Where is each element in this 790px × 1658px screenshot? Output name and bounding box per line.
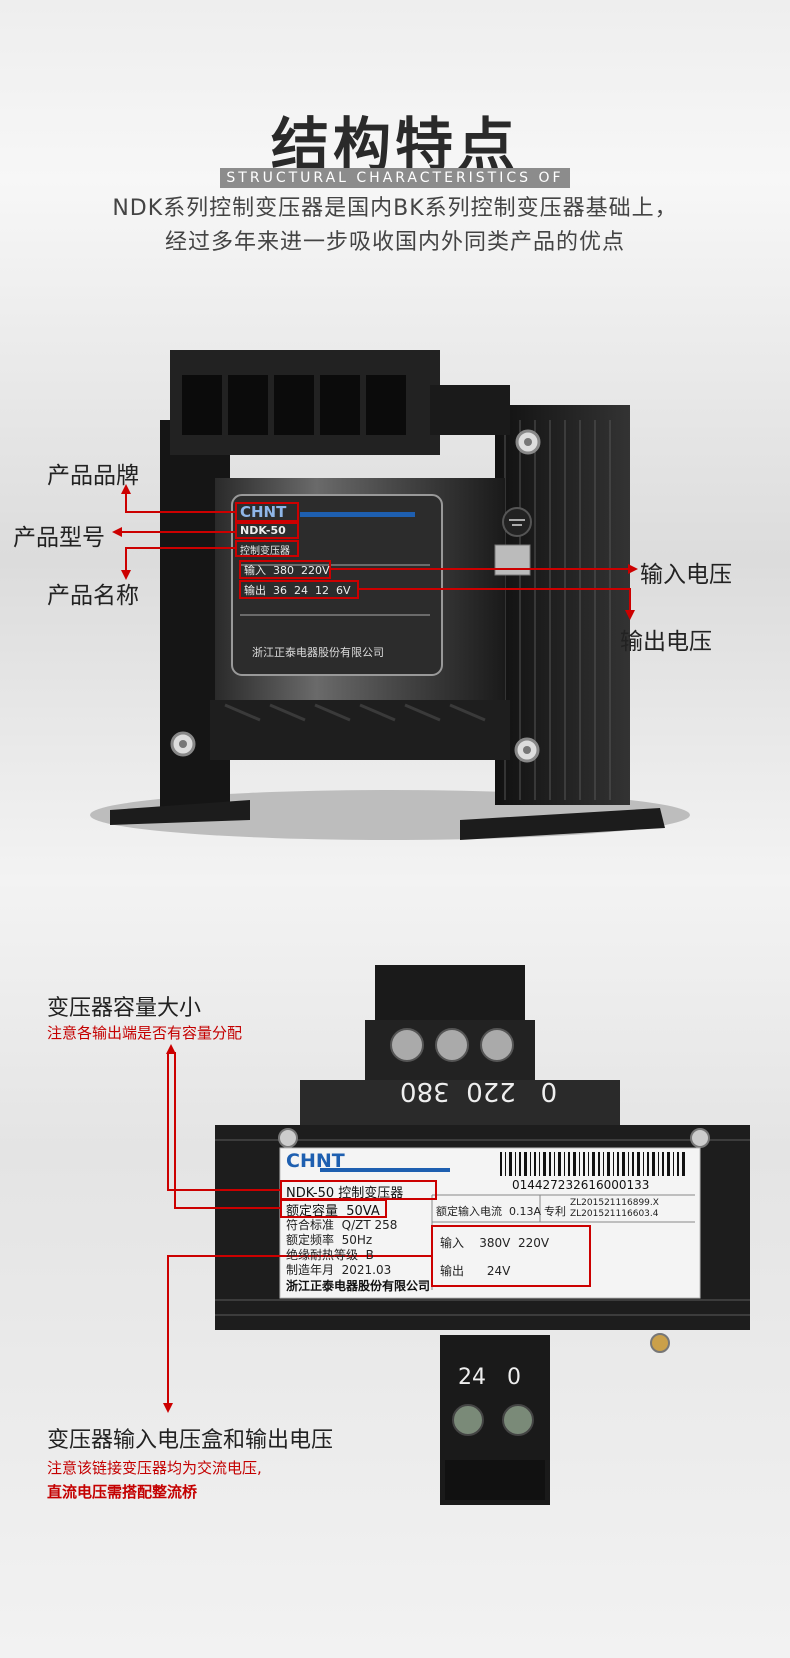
label-insulation: 绝缘耐热等级 B bbox=[286, 1248, 374, 1262]
callout-output-voltage: 输出电压 bbox=[620, 629, 712, 655]
bottom-terminal-housing bbox=[440, 1335, 550, 1505]
barcode bbox=[500, 1152, 685, 1176]
model-highlight-box bbox=[235, 522, 299, 539]
callout-brand: 产品品牌 bbox=[47, 463, 139, 489]
ground-symbol-icon bbox=[502, 507, 532, 537]
plate-brand: CHNT bbox=[240, 503, 287, 521]
label-barcode-number: 01442723261600013​3 bbox=[512, 1178, 650, 1192]
callout-input-voltage: 输入电压 bbox=[640, 562, 732, 588]
callout-name: 产品名称 bbox=[47, 583, 139, 609]
bottom-frame bbox=[210, 700, 510, 760]
description-line-2: 经过多年来进一步吸收国内外同类产品的优点 bbox=[164, 230, 625, 255]
callout-model: 产品型号 bbox=[13, 525, 105, 551]
callout-io-note-2: 直流电压需搭配整流桥 bbox=[47, 1483, 198, 1501]
callout-io-note-1: 注意该链接变压器均为交流电压, bbox=[47, 1459, 262, 1477]
label-patent-num-2: ZL201521116603.4 bbox=[570, 1209, 659, 1219]
label-input: 输入 380V 220V bbox=[440, 1236, 550, 1250]
label-rated-current: 额定输入电流 0.13A bbox=[436, 1205, 542, 1218]
left-foot bbox=[110, 800, 250, 825]
description-line-1: NDK系列控制变压器是国内BK系列控制变压器基础上， bbox=[112, 196, 678, 221]
capacity-leader-1 bbox=[167, 1052, 281, 1191]
label-standard: 符合标准 Q/ZT 258 bbox=[286, 1218, 398, 1232]
name-leader bbox=[125, 547, 236, 572]
plate-output: 输出 36 24 12 6V bbox=[244, 584, 351, 597]
terminal-screw-icon bbox=[390, 1028, 424, 1062]
capacity-leader-2 bbox=[174, 1052, 281, 1209]
page-subtitle: STRUCTURAL CHARACTERISTICS OF bbox=[220, 168, 570, 188]
terminal-screw-icon bbox=[452, 1404, 484, 1436]
terminal-screw-icon bbox=[480, 1028, 514, 1062]
page-description: NDK系列控制变压器是国内BK系列控制变压器基础上， 经过多年来进一步吸收国内外… bbox=[0, 192, 790, 260]
terminal-screw-icon bbox=[435, 1028, 469, 1062]
terminal-screw-icon bbox=[502, 1404, 534, 1436]
label-patent: 专利 bbox=[544, 1205, 566, 1218]
label-model: NDK-50 控制变压器 bbox=[286, 1186, 404, 1201]
top-terminal-numbers: 0 220 380 bbox=[400, 1076, 558, 1106]
right-foot bbox=[460, 808, 665, 840]
label-patent-num-1: ZL201521116899.X bbox=[570, 1198, 659, 1208]
page-title: 结构特点 bbox=[270, 111, 519, 179]
label-company: 浙江正泰电器股份有限公司 bbox=[286, 1279, 431, 1293]
plate-company: 浙江正泰电器股份有限公司 bbox=[252, 646, 384, 659]
right-bracket bbox=[495, 405, 630, 805]
label-date: 制造年月 2021.03 bbox=[286, 1263, 392, 1277]
ground-clamp bbox=[494, 544, 531, 576]
top-terminal-housing bbox=[375, 965, 525, 1040]
plate-name: 控制变压器 bbox=[240, 546, 290, 557]
brand-leader bbox=[125, 492, 236, 513]
label-brand: CHNT bbox=[286, 1150, 345, 1172]
callout-capacity-title: 变压器容量大小 bbox=[47, 996, 202, 1021]
plate-model: NDK-50 bbox=[240, 524, 286, 537]
output-leader bbox=[358, 588, 631, 612]
callout-io-title: 变压器输入电压盒和输出电压 bbox=[47, 1428, 334, 1453]
label-frequency: 额定频率 50Hz bbox=[286, 1233, 373, 1247]
label-output: 输出 24V bbox=[440, 1264, 511, 1278]
plate-input: 输入 380 220V bbox=[244, 564, 330, 577]
transformer-front-illustration bbox=[90, 350, 690, 840]
label-capacity: 额定容量 50VA bbox=[286, 1204, 380, 1219]
callout-capacity-note: 注意各输出端是否有容量分配 bbox=[47, 1024, 243, 1042]
bottom-terminal-numbers: 24 0 bbox=[458, 1365, 521, 1390]
